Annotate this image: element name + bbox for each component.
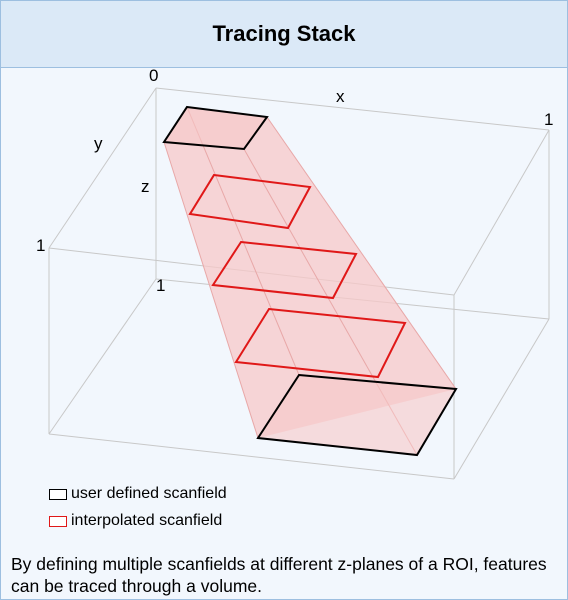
legend-interpolated-label: interpolated scanfield [71, 512, 223, 529]
panel-title: Tracing Stack [212, 21, 356, 46]
legend-user-scanfield: user defined scanfield [49, 485, 227, 503]
legend-user-label: user defined scanfield [71, 485, 227, 502]
y-axis-label: y [94, 134, 103, 153]
traced-volume [164, 107, 456, 438]
user-scanfield-swatch [49, 488, 67, 500]
user-scanfield-top [162, 105, 269, 151]
x-axis-end-label: 1 [544, 110, 554, 129]
origin-label: 0 [149, 66, 159, 85]
interpolated-scanfield-1 [188, 173, 312, 230]
z-axis-label: z [141, 177, 150, 196]
diagram-caption: By defining multiple scanfields at diffe… [11, 554, 547, 596]
x-axis-label: x [336, 87, 345, 106]
panel-header: Tracing Stack [1, 1, 567, 68]
legend-interpolated-scanfield: interpolated scanfield [49, 512, 222, 530]
interpolated-scanfield-swatch [49, 515, 67, 527]
user-scanfield-bottom [256, 373, 458, 457]
z-axis-end-label: 1 [156, 276, 166, 295]
y-axis-end-label: 1 [36, 236, 46, 255]
interpolated-scanfield-3 [234, 307, 407, 379]
interpolated-scanfield-2 [211, 240, 358, 300]
tracing-stack-diagram [48, 87, 550, 480]
